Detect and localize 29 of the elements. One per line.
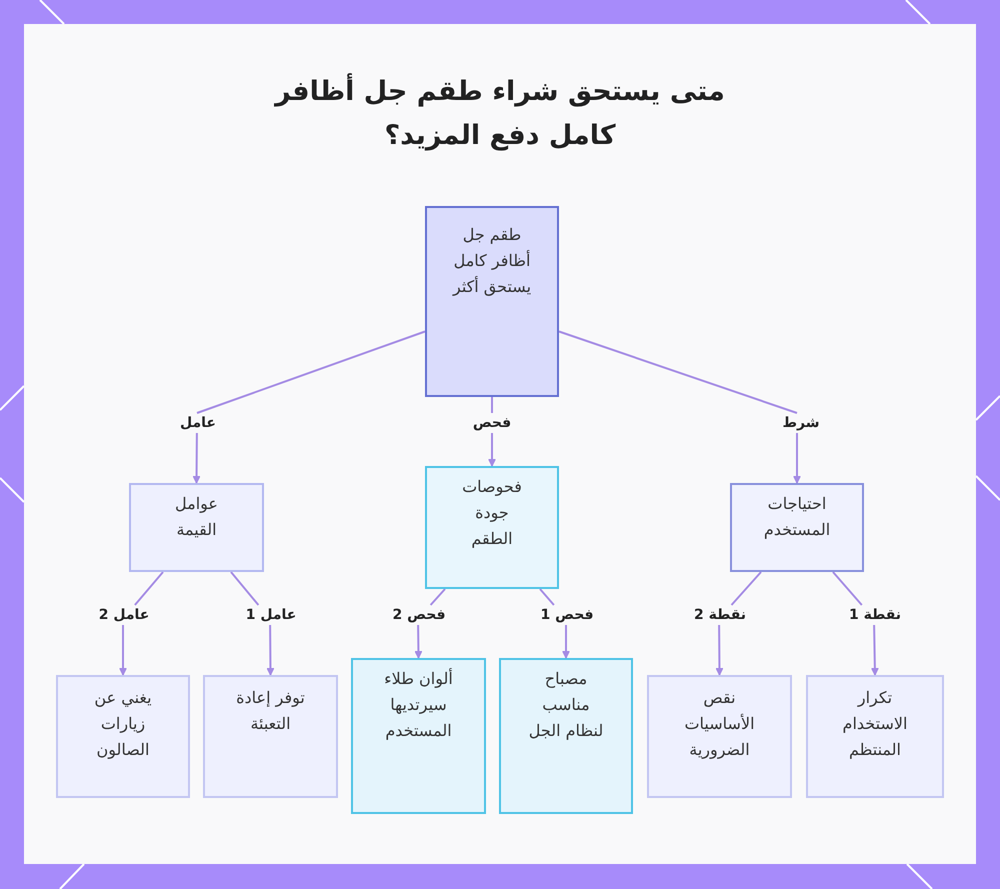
connector — [539, 588, 570, 659]
edge-label: نقطة 2 — [694, 606, 746, 624]
connector — [832, 571, 879, 676]
edge-label: نقطة 1 — [848, 606, 902, 624]
edge-label: عامل 1 — [246, 606, 296, 624]
node-box: عوامل القيمة — [129, 483, 264, 572]
edge-label: فحص — [472, 414, 512, 432]
connector — [414, 588, 446, 659]
connector — [558, 330, 802, 484]
title: متى يستحق شراء طقم جل أظافر كامل دفع المزيد؟ — [255, 70, 745, 158]
node-box: مصباح مناسب لنظام الجل — [499, 658, 633, 814]
connector — [715, 571, 762, 676]
node-box: احتياجات المستخدم — [730, 483, 864, 572]
connector — [118, 571, 164, 676]
node-box: نقص الأساسيات الضرورية — [647, 675, 792, 798]
edge-label: فحص 2 — [392, 606, 446, 624]
edge-label: شرط — [782, 414, 820, 432]
edge-label: عامل — [180, 414, 216, 432]
edge-label: عامل 2 — [98, 606, 150, 624]
node-box: تكرار الاستخدام المنتظم — [806, 675, 944, 798]
connector — [230, 571, 274, 676]
connector — [488, 396, 496, 467]
node-box: توفر إعادة التعبئة — [203, 675, 338, 798]
node-box: ألوان طلاء سيرتديها المستخدم — [351, 658, 486, 814]
edge-label: فحص 1 — [540, 606, 594, 624]
node-box: طقم جل أظافر كامل يستحق أكثر — [425, 206, 559, 397]
node-box: يغني عن زيارات الصالون — [56, 675, 190, 798]
connector — [192, 330, 426, 484]
node-box: فحوصات جودة الطقم — [425, 466, 559, 589]
